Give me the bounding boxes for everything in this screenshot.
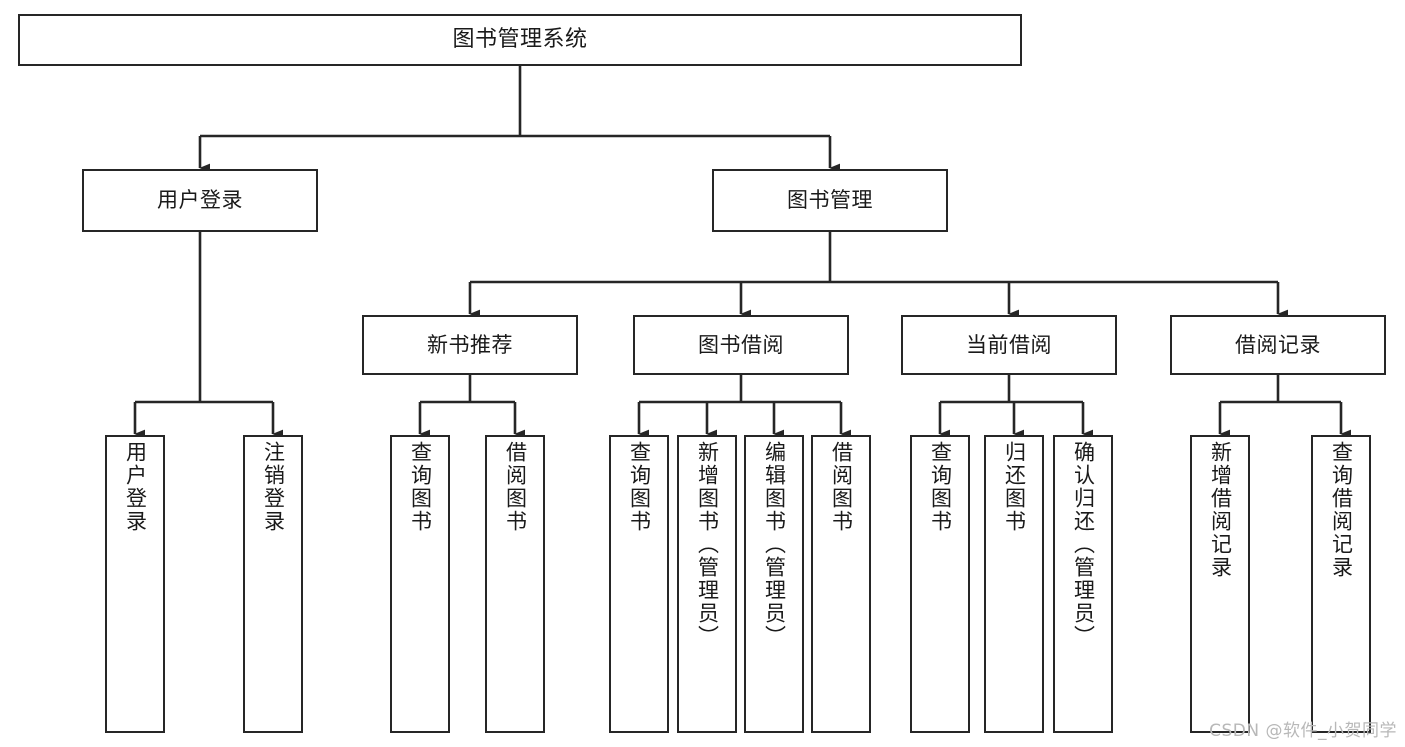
node-new-book-rec[interactable]: 新书推荐 (362, 315, 578, 375)
node-label-user-login: 用户登录 (157, 188, 243, 213)
node-book-borrow[interactable]: 图书借阅 (633, 315, 849, 375)
node-label-leaf-cb-query: 查询图书 (928, 441, 953, 533)
node-label-leaf-bb-query: 查询图书 (627, 441, 652, 533)
node-label-leaf-user-login: 用户登录 (123, 441, 148, 533)
node-leaf-br-add[interactable]: 新增借阅记录 (1190, 435, 1250, 733)
node-leaf-rec-query[interactable]: 查询图书 (390, 435, 450, 733)
node-current-borrow[interactable]: 当前借阅 (901, 315, 1117, 375)
node-label-book-manage: 图书管理 (787, 188, 873, 213)
node-label-leaf-user-logout: 注销登录 (261, 441, 286, 533)
node-label-leaf-cb-confirm: 确认归还（管理员） (1071, 441, 1096, 648)
node-borrow-record[interactable]: 借阅记录 (1170, 315, 1386, 375)
node-label-root: 图书管理系统 (452, 27, 588, 53)
node-leaf-cb-query[interactable]: 查询图书 (910, 435, 970, 733)
node-leaf-bb-add[interactable]: 新增图书（管理员） (677, 435, 737, 733)
node-label-leaf-bb-edit: 编辑图书（管理员） (762, 441, 787, 648)
node-leaf-bb-borrow[interactable]: 借阅图书 (811, 435, 871, 733)
node-leaf-bb-edit[interactable]: 编辑图书（管理员） (744, 435, 804, 733)
node-leaf-user-login[interactable]: 用户登录 (105, 435, 165, 733)
node-book-manage[interactable]: 图书管理 (712, 169, 948, 232)
csdn-watermark: CSDN @软件_小贺同学 (1209, 721, 1397, 741)
node-label-leaf-rec-query: 查询图书 (408, 441, 433, 533)
node-leaf-br-query[interactable]: 查询借阅记录 (1311, 435, 1371, 733)
node-label-leaf-bb-add: 新增图书（管理员） (695, 441, 720, 648)
node-label-leaf-cb-return: 归还图书 (1002, 441, 1027, 533)
node-leaf-user-logout[interactable]: 注销登录 (243, 435, 303, 733)
node-label-new-book-rec: 新书推荐 (427, 332, 513, 357)
node-leaf-bb-query[interactable]: 查询图书 (609, 435, 669, 733)
node-label-leaf-br-query: 查询借阅记录 (1329, 441, 1354, 579)
node-label-leaf-rec-borrow: 借阅图书 (503, 441, 528, 533)
node-label-leaf-bb-borrow: 借阅图书 (829, 441, 854, 533)
node-label-leaf-br-add: 新增借阅记录 (1208, 441, 1233, 579)
node-leaf-cb-confirm[interactable]: 确认归还（管理员） (1053, 435, 1113, 733)
node-leaf-rec-borrow[interactable]: 借阅图书 (485, 435, 545, 733)
node-user-login[interactable]: 用户登录 (82, 169, 318, 232)
node-label-borrow-record: 借阅记录 (1235, 332, 1321, 357)
node-label-current-borrow: 当前借阅 (966, 332, 1052, 357)
node-leaf-cb-return[interactable]: 归还图书 (984, 435, 1044, 733)
node-root[interactable]: 图书管理系统 (18, 14, 1022, 66)
node-label-book-borrow: 图书借阅 (698, 332, 784, 357)
